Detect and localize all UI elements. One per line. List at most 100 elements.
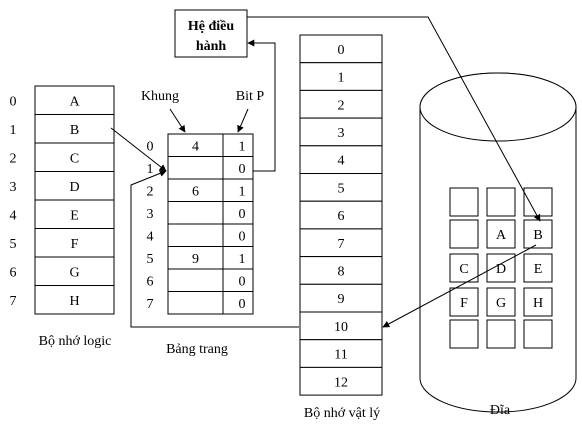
page-table-index: 5 (147, 252, 154, 267)
page-table-label: Bảng trang (166, 342, 228, 357)
bit-value: 0 (239, 297, 246, 312)
physical-frame-label: 2 (338, 98, 345, 113)
physical-frame-label: 11 (334, 348, 347, 363)
physical-frame-label: 5 (338, 181, 345, 196)
physical-frame-label: 1 (338, 71, 345, 86)
physical-frame-label: 8 (338, 264, 345, 279)
disk-block (449, 219, 479, 249)
os-box: Hệ điều hành (174, 9, 248, 58)
frame-to-table-arrow (130, 170, 299, 328)
disk-block-label: E (534, 262, 543, 277)
disk-block (523, 187, 553, 217)
disk-block-label: H (533, 296, 543, 311)
bit-value: 1 (239, 252, 246, 267)
disk-block-label: A (496, 228, 507, 243)
logical-page-label: F (71, 237, 79, 252)
disk-block (449, 319, 479, 349)
physical-frame-label: 10 (334, 320, 348, 335)
logical-page-index: 6 (10, 265, 17, 280)
bit-value: 0 (239, 274, 246, 289)
page-table-index: 6 (147, 274, 154, 289)
physical-frame-cell (299, 62, 383, 91)
disk-block (523, 287, 553, 317)
logical-page-label: A (69, 94, 80, 109)
logical-page-label: C (70, 151, 79, 166)
disk-block (449, 253, 479, 283)
bit-header-arrow (237, 108, 249, 133)
disk-block-label: G (496, 296, 506, 311)
page-table-index: 0 (147, 139, 154, 154)
logical-page-index: 0 (10, 94, 17, 109)
physical-frame-label: 3 (338, 126, 345, 141)
disk-to-frame-arrow (382, 244, 537, 328)
page-table-index: 3 (147, 207, 154, 222)
physical-frame-cell (299, 117, 383, 147)
logical-page-cell (34, 199, 115, 229)
logical-page-label: H (69, 294, 79, 309)
logical-page-index: 1 (10, 123, 17, 138)
physical-frame-cell (299, 339, 383, 368)
disk-block (486, 287, 516, 317)
page-b-to-table-arrow (110, 127, 167, 172)
physical-memory-label: Bộ nhớ vật lý (304, 406, 380, 421)
bit-value: 1 (239, 139, 246, 154)
disk-block-label: D (496, 262, 506, 277)
physical-frame-label: 6 (338, 209, 345, 224)
logical-page-label: G (69, 265, 79, 280)
bit-value: 1 (239, 184, 246, 199)
logical-page-index: 5 (10, 237, 17, 252)
disk-block-label: B (533, 228, 542, 243)
disk-label: Đĩa (490, 403, 511, 418)
physical-frame-cell (299, 173, 383, 202)
frame-value: 9 (192, 252, 199, 267)
disk-block (486, 219, 516, 249)
frame-cell (167, 291, 224, 315)
logical-page-index: 3 (10, 180, 17, 195)
physical-frame-label: 7 (338, 237, 345, 252)
physical-frame-cell (299, 228, 383, 258)
logical-page-cell (34, 256, 115, 286)
page-table-index: 7 (147, 297, 154, 312)
logical-page-cell (34, 85, 115, 115)
physical-frame-cell (299, 89, 383, 119)
disk-block (449, 187, 479, 217)
arrows (110, 16, 541, 328)
physical-frame-label: 12 (334, 375, 348, 390)
logical-page-label: D (69, 180, 79, 195)
os-label-line2: hành (196, 39, 227, 54)
frame-header-arrow (169, 108, 186, 133)
logical-page-index: 2 (10, 151, 17, 166)
logical-page-index: 4 (10, 208, 17, 223)
frame-cell (167, 156, 224, 180)
logical-page-label: B (70, 123, 79, 138)
bit-cell (222, 291, 254, 315)
bit-value: 0 (239, 207, 246, 222)
physical-frame-cell (299, 34, 383, 64)
logical-page-index: 7 (10, 294, 17, 309)
fault-to-os-arrow (247, 39, 276, 172)
bit-value: 0 (239, 229, 246, 244)
disk-block (523, 253, 553, 283)
physical-frame-label: 4 (338, 154, 345, 169)
frame-value: 4 (192, 139, 199, 154)
physical-frame-cell (299, 366, 383, 396)
logical-page-cell (34, 142, 115, 172)
page-table-index: 2 (147, 184, 154, 199)
disk-block (523, 319, 553, 349)
disk-block (449, 287, 479, 317)
page-table-index: 4 (147, 229, 154, 244)
bit-value: 0 (239, 162, 246, 177)
disk-block (486, 319, 516, 349)
physical-frame-label: 0 (338, 43, 345, 58)
logical-page-cell (34, 285, 115, 315)
physical-frame-label: 9 (338, 292, 345, 307)
os-to-disk-arrow (247, 16, 541, 222)
disk-block-label: F (460, 296, 468, 311)
frame-cell (167, 201, 224, 225)
os-label-line1: Hệ điều (188, 19, 234, 34)
